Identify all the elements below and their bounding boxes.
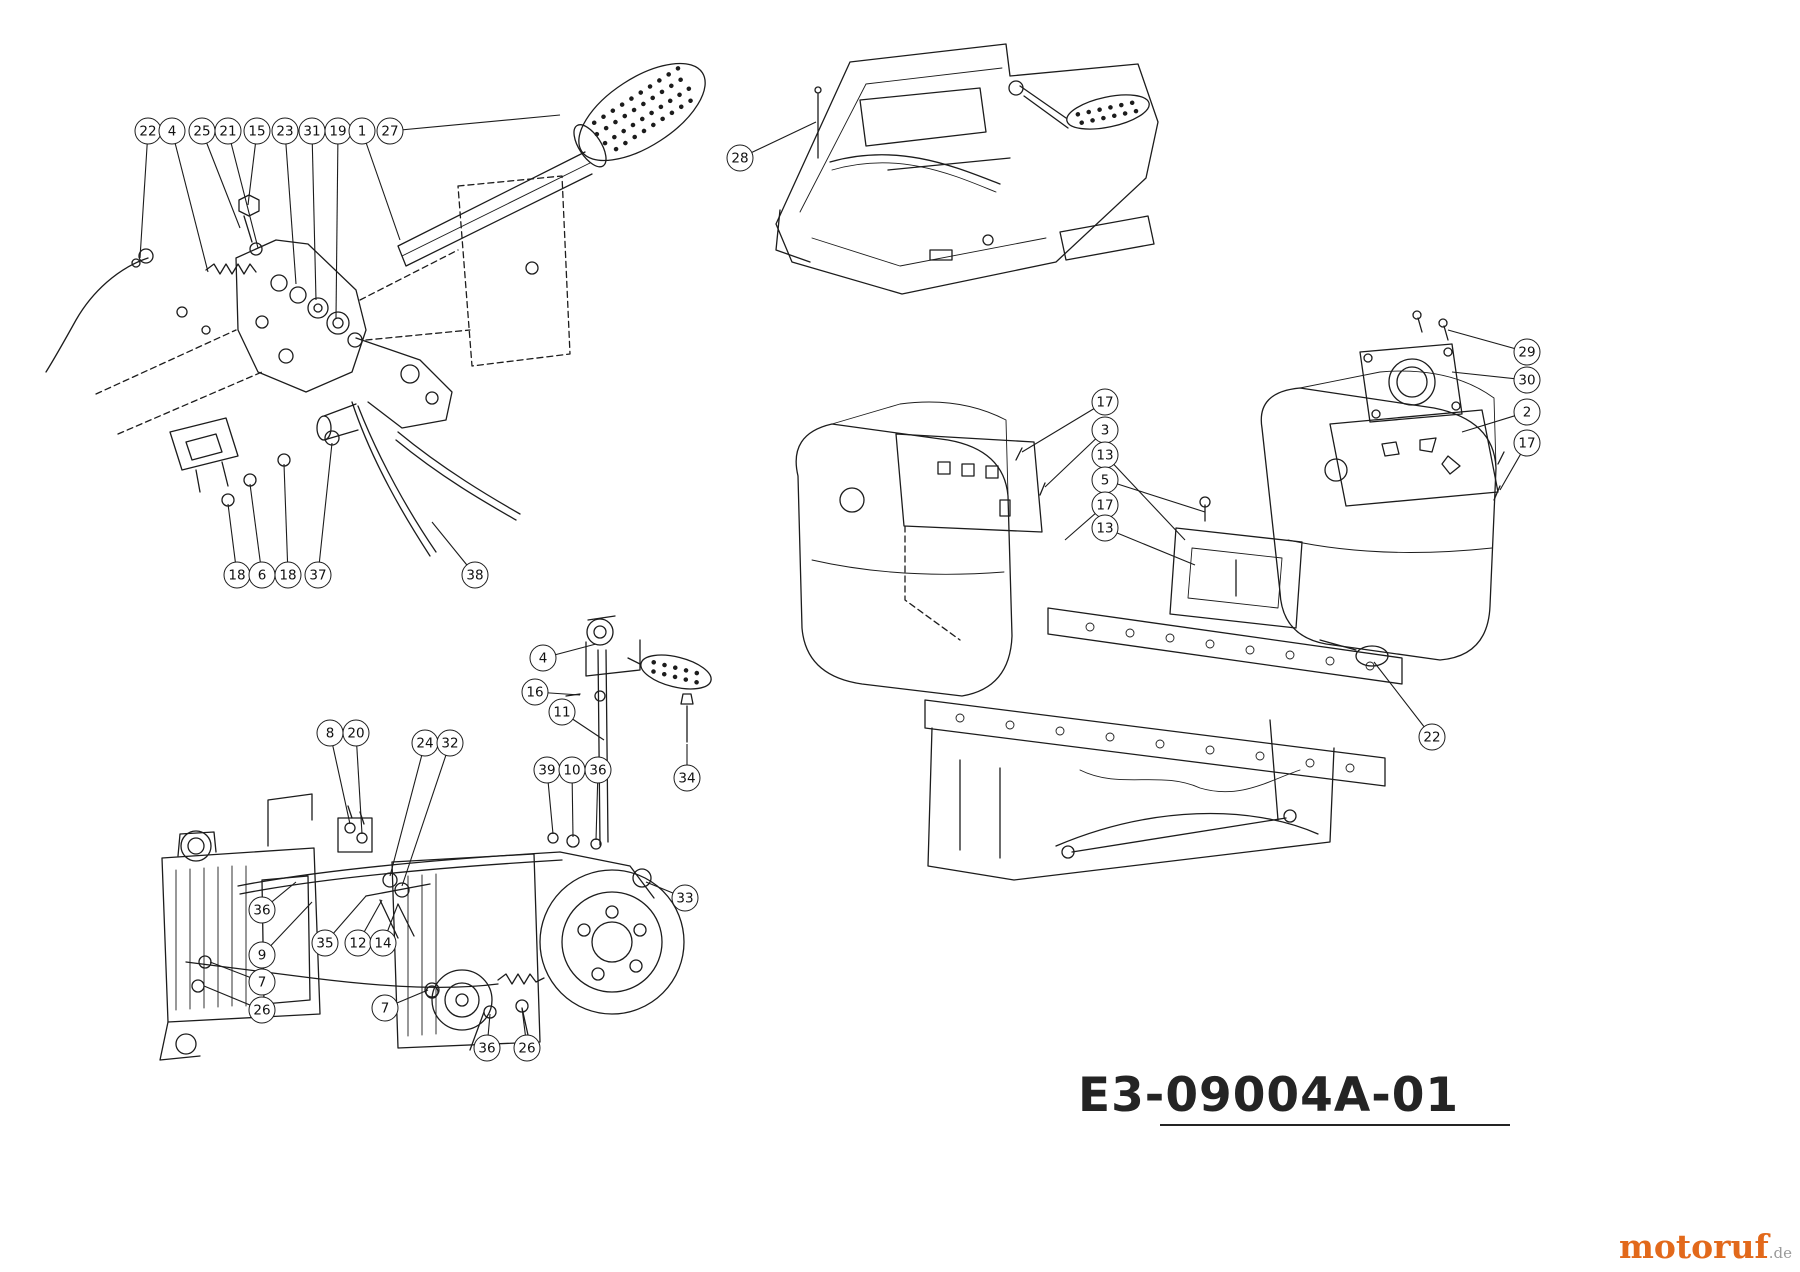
callout-29: 29 <box>1513 338 1541 366</box>
callout-2: 2 <box>1513 398 1541 426</box>
transmission-linkage-drawing <box>159 615 712 1061</box>
callout-18: 18 <box>223 561 251 589</box>
diagram-code-underline <box>1160 1124 1510 1126</box>
callout-34: 34 <box>673 764 701 792</box>
callout-27: 27 <box>376 117 404 145</box>
callout-4: 4 <box>529 644 557 672</box>
watermark-logo: motoruf.de <box>1619 1227 1792 1266</box>
callout-16: 16 <box>521 678 549 706</box>
callout-22: 22 <box>1418 723 1446 751</box>
callout-18: 18 <box>274 561 302 589</box>
diagram-code: E3-09004A-01 <box>1078 1068 1460 1123</box>
callout-26: 26 <box>248 996 276 1024</box>
callout-8: 8 <box>316 719 344 747</box>
callout-19: 19 <box>324 117 352 145</box>
callout-35: 35 <box>311 929 339 957</box>
callout-31: 31 <box>298 117 326 145</box>
callout-7: 7 <box>248 968 276 996</box>
callout-22: 22 <box>134 117 162 145</box>
callout-10: 10 <box>558 756 586 784</box>
callout-20: 20 <box>342 719 370 747</box>
fuel-tank-frame-drawing <box>795 310 1505 881</box>
callout-11: 11 <box>548 698 576 726</box>
callout-23: 23 <box>271 117 299 145</box>
callout-17: 17 <box>1513 429 1541 457</box>
callout-38: 38 <box>461 561 489 589</box>
callout-13: 13 <box>1091 514 1119 542</box>
callout-14: 14 <box>369 929 397 957</box>
callout-36: 36 <box>248 896 276 924</box>
watermark-suffix: .de <box>1768 1244 1792 1262</box>
callout-4: 4 <box>158 117 186 145</box>
callout-26: 26 <box>513 1034 541 1062</box>
watermark-text: motoruf <box>1618 1227 1769 1266</box>
callout-33: 33 <box>671 884 699 912</box>
callout-leader-lines <box>139 114 1528 1049</box>
callout-32: 32 <box>436 729 464 757</box>
callout-39: 39 <box>533 756 561 784</box>
callout-13: 13 <box>1091 441 1119 469</box>
callout-28: 28 <box>726 144 754 172</box>
callout-17: 17 <box>1091 388 1119 416</box>
callout-37: 37 <box>304 561 332 589</box>
frame-top-view-drawing <box>775 43 1159 295</box>
callout-21: 21 <box>214 117 242 145</box>
callout-36: 36 <box>473 1034 501 1062</box>
callout-9: 9 <box>248 941 276 969</box>
callout-1: 1 <box>348 117 376 145</box>
brake-lever-assembly-drawing <box>45 62 706 557</box>
callout-24: 24 <box>411 729 439 757</box>
callout-15: 15 <box>243 117 271 145</box>
callout-25: 25 <box>188 117 216 145</box>
callout-6: 6 <box>248 561 276 589</box>
callout-5: 5 <box>1091 466 1119 494</box>
callout-7: 7 <box>371 994 399 1022</box>
callout-12: 12 <box>344 929 372 957</box>
callout-3: 3 <box>1091 416 1119 444</box>
callout-36: 36 <box>584 756 612 784</box>
callout-30: 30 <box>1513 366 1541 394</box>
